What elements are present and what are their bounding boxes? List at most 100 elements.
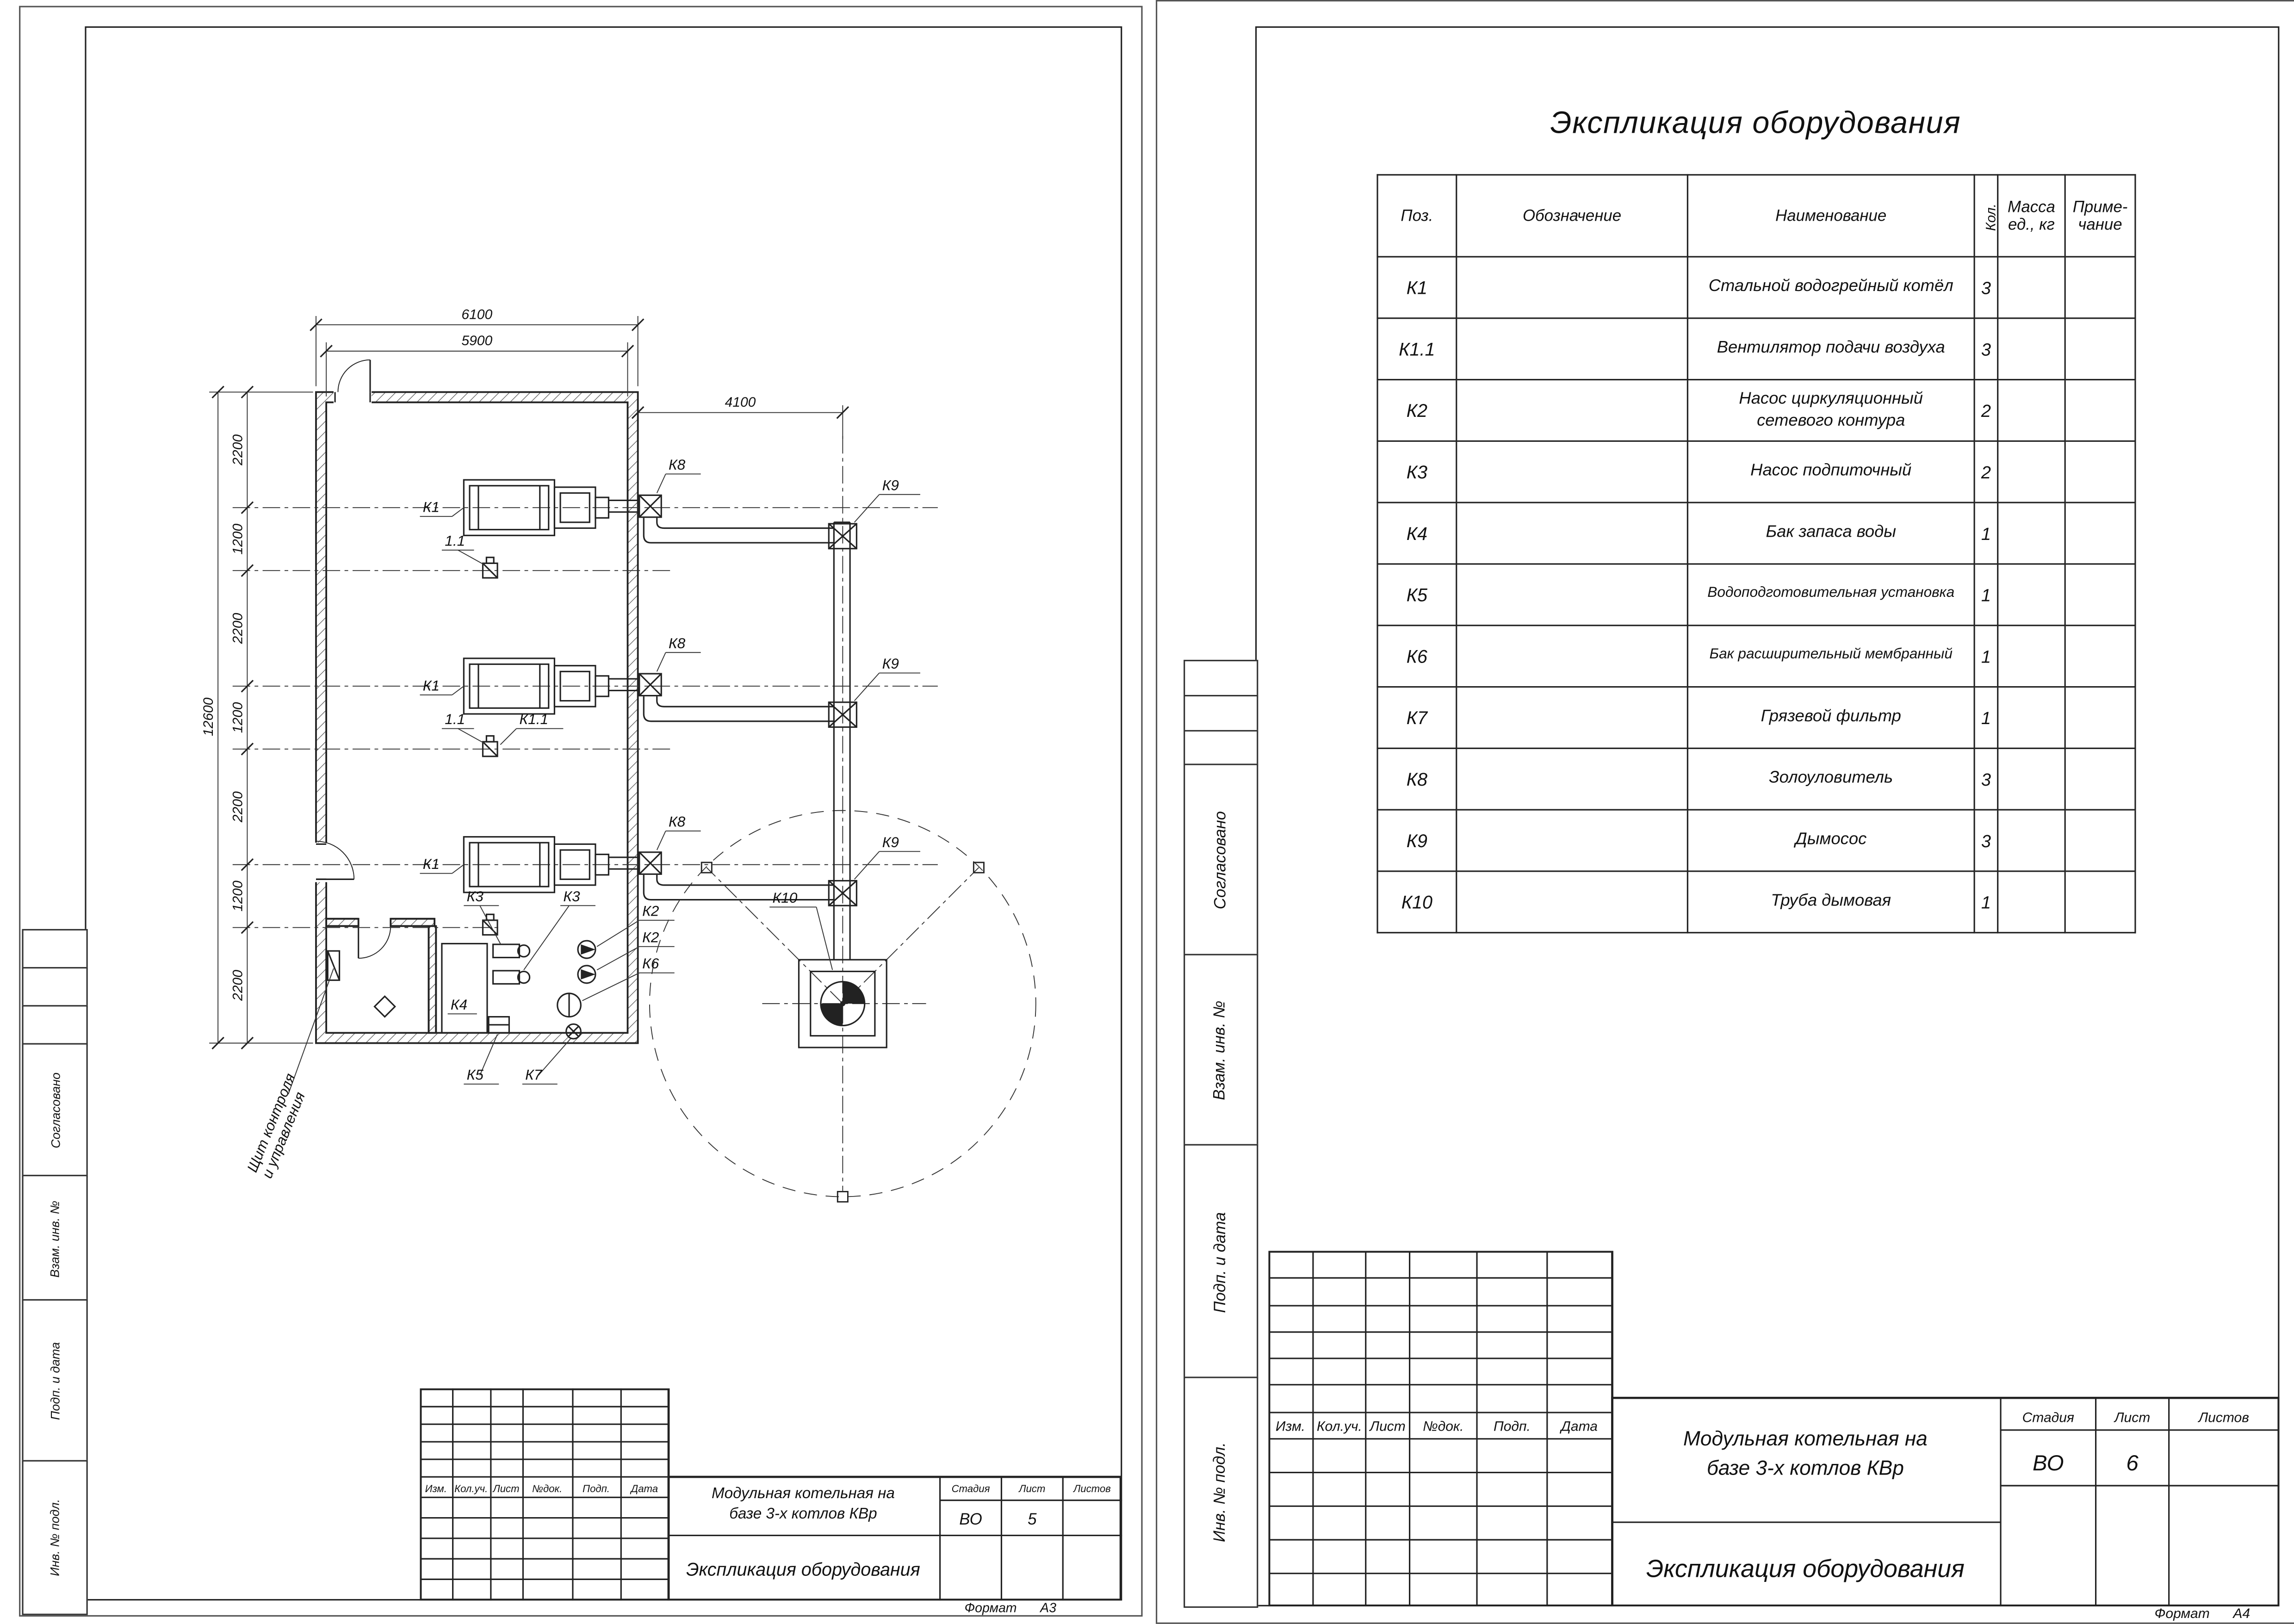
tb-col-ndok: №док.: [532, 1483, 562, 1494]
dim-1200: 1200: [230, 702, 245, 733]
cell-note: [2064, 686, 2136, 749]
cell-name: Вентилятор подачи воздуха: [1686, 317, 1975, 381]
title-block-a3: Изм. Кол.уч. Лист №док. Подп. Дата Модул…: [420, 1388, 1122, 1601]
cell-mass: [1997, 502, 2066, 565]
cell-name: Насос подпиточный: [1686, 440, 1975, 503]
label-k9: К9: [882, 477, 899, 493]
pumps-and-tanks: [327, 940, 596, 1040]
cell-mass: [1997, 563, 2066, 626]
label-k1: К1: [423, 855, 440, 872]
cell-pos: К7: [1376, 686, 1457, 749]
dimension-lines: [209, 316, 849, 1050]
tb-col-podp: Подп.: [583, 1483, 610, 1494]
tb-doc-name: Экспликация оборудования: [1646, 1555, 1965, 1583]
label-k5: К5: [467, 1066, 484, 1083]
margin-cell-empty: [22, 1005, 88, 1046]
tb-col-data: Дата: [1560, 1419, 1598, 1434]
inv-label: Инв. № подл.: [1212, 1442, 1230, 1543]
cell-name: Бак расширительный мембранный: [1686, 625, 1975, 688]
cell-mass: [1997, 686, 2066, 749]
cell-pos: К9: [1376, 809, 1457, 872]
cell-designation: [1456, 317, 1688, 381]
label-k9: К9: [882, 834, 899, 850]
spec-row: К6 Бак расширительный мембранный 1: [1376, 625, 2136, 688]
margin-cell-vzam: Взам. инв. №: [1184, 954, 1259, 1147]
margin-cell-agreed: Согласовано: [1184, 763, 1259, 957]
spec-row: К5 Водоподготовительная установка 1: [1376, 563, 2136, 626]
cell-mass: [1997, 317, 2066, 381]
spec-row: К2 Насос циркуляционный сетевого контура…: [1376, 378, 2136, 442]
dim-6100: 6100: [461, 307, 492, 322]
tb-col-koluch: Кол.уч.: [454, 1483, 488, 1494]
spec-row: К1.1 Вентилятор подачи воздуха 3: [1376, 317, 2136, 381]
margin-cell-podp: Подп. и дата: [22, 1299, 88, 1463]
tb-col-koluch: Кол.уч.: [1317, 1419, 1362, 1434]
margin-cell-agreed: Согласовано: [22, 1043, 88, 1178]
tb-sheets-header: Листов: [2198, 1410, 2249, 1425]
spec-header-row: Поз. Обозначение Наименование Кол. Масса…: [1376, 174, 2136, 258]
tb-project-line1: Модульная котельная на: [1683, 1427, 1928, 1450]
cell-pos: К4: [1376, 502, 1457, 565]
cell-mass: [1997, 870, 2066, 934]
cell-mass: [1997, 809, 2066, 872]
podp-label: Подп. и дата: [1212, 1211, 1230, 1313]
title-block-a4: Изм. Кол.уч. Лист №док. Подп. Дата Модул…: [1268, 1251, 2280, 1606]
cell-note: [2064, 317, 2136, 381]
margin-cell-podp: Подп. и дата: [1184, 1144, 1259, 1380]
agreed-label: Согласовано: [47, 1072, 62, 1148]
cell-designation: [1456, 809, 1688, 872]
dim-4100: 4100: [725, 395, 756, 410]
label-fan-11: 1.1: [445, 532, 465, 549]
tb-stage-header: Стадия: [952, 1483, 990, 1494]
label-k2: К2: [642, 929, 659, 945]
dim-5900: 5900: [461, 333, 492, 348]
cell-qty: 1: [1973, 686, 1999, 749]
cell-mass: [1997, 747, 2066, 811]
cell-designation: [1456, 378, 1688, 442]
col-header-note: Приме- чание: [2064, 174, 2136, 258]
label-k8: К8: [669, 813, 686, 830]
cell-pos: К8: [1376, 747, 1457, 811]
cell-designation: [1456, 563, 1688, 626]
format-value: А3: [1040, 1600, 1056, 1615]
format-label-a4: Формат А4: [2154, 1606, 2250, 1623]
axis-lines: [232, 436, 1036, 1197]
format-value: А4: [2233, 1606, 2251, 1623]
cell-qty: 1: [1973, 625, 1999, 688]
spec-row: К10 Труба дымовая 1: [1376, 870, 2136, 934]
tb-col-izm: Изм.: [425, 1483, 447, 1494]
cell-name: Труба дымовая: [1686, 870, 1975, 934]
format-word: Формат: [964, 1600, 1017, 1615]
equipment-labels: К1 К1 К1 1.1 1.1 К1.1 К8 К8 К8 К9 К9 К9 …: [243, 456, 899, 1181]
label-k1-1: К1.1: [520, 711, 549, 727]
cell-name: Насос циркуляционный сетевого контура: [1686, 378, 1975, 442]
sheet-a4-specification: Экспликация оборудования Поз. Обозначени…: [1155, 0, 2294, 1624]
inv-label: Инв. № подл.: [47, 1499, 62, 1576]
label-k8: К8: [669, 456, 686, 473]
spec-row: К1 Стальной водогрейный котёл 3: [1376, 256, 2136, 319]
cell-mass: [1997, 440, 2066, 503]
spec-row: К9 Дымосос 3: [1376, 809, 2136, 872]
cell-qty: 3: [1973, 317, 1999, 381]
cell-name: Бак запаса воды: [1686, 502, 1975, 565]
cell-name: Дымосос: [1686, 809, 1975, 872]
agreed-label: Согласовано: [1212, 811, 1230, 910]
dim-1200: 1200: [230, 524, 245, 555]
label-k9: К9: [882, 655, 899, 672]
cell-designation: [1456, 747, 1688, 811]
cell-note: [2064, 870, 2136, 934]
dim-2200: 2200: [230, 434, 245, 466]
label-k7: К7: [525, 1066, 543, 1083]
cell-note: [2064, 747, 2136, 811]
cell-qty: 3: [1973, 809, 1999, 872]
cell-qty: 1: [1973, 870, 1999, 934]
cell-qty: 2: [1973, 378, 1999, 442]
margin-cell-empty: [1184, 694, 1259, 733]
boilers: [463, 479, 662, 936]
cell-qty: 2: [1973, 440, 1999, 503]
col-header-qty: Кол.: [1973, 174, 1999, 258]
margin-cell-inv: Инв. № подл.: [1184, 1376, 1259, 1608]
cell-note: [2064, 809, 2136, 872]
tb-sheet-number: 6: [2126, 1451, 2139, 1475]
tb-col-ndok: №док.: [1423, 1419, 1463, 1434]
